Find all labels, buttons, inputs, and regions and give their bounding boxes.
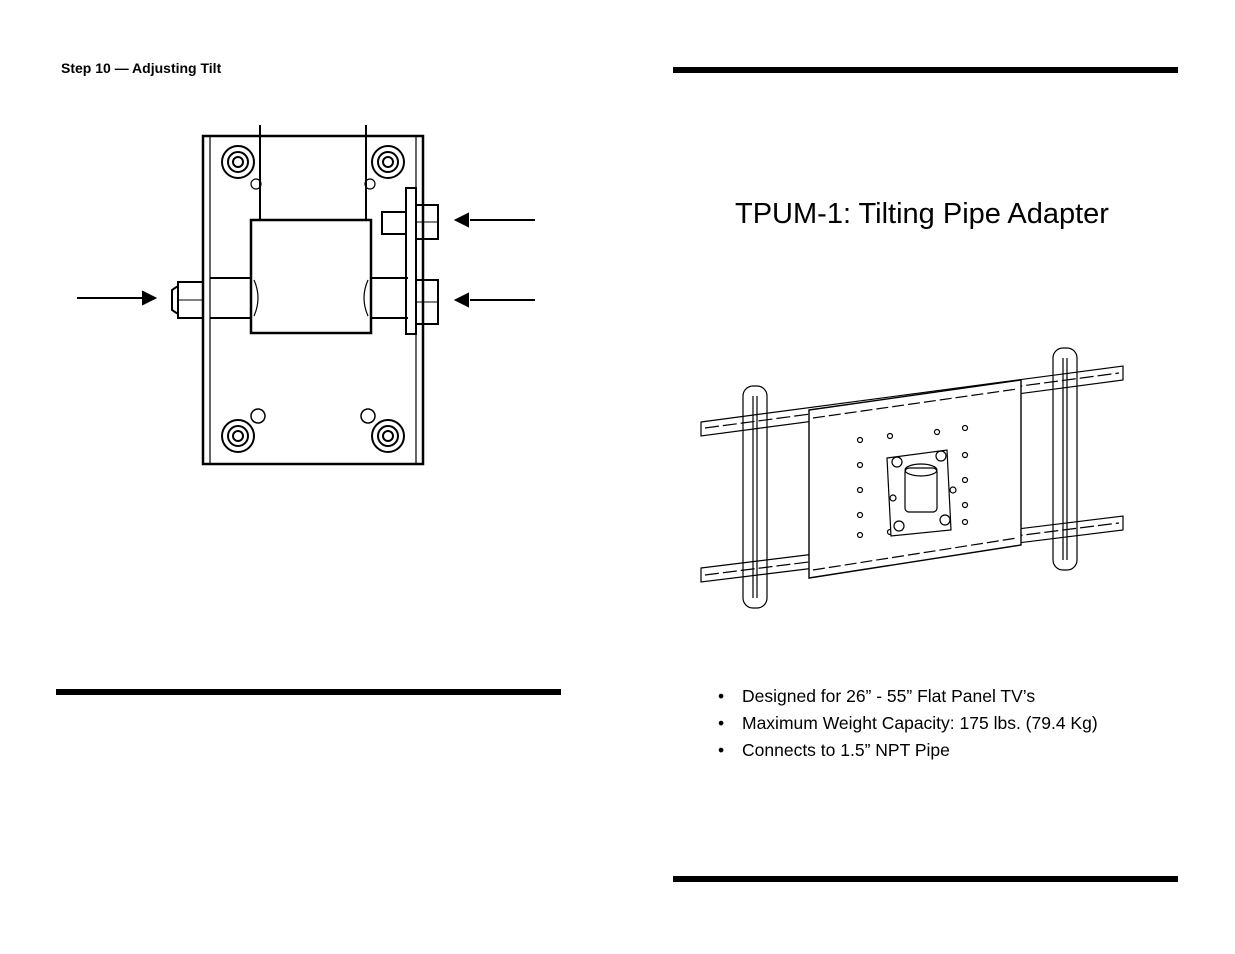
feature-text: Maximum Weight Capacity: 175 lbs. (79.4 … bbox=[742, 713, 1098, 733]
tilt-bracket-diagram-icon bbox=[77, 125, 535, 466]
list-item: • Connects to 1.5” NPT Pipe bbox=[718, 737, 1098, 764]
feature-list: •Designed for 26” - 55” Flat Panel TV’s … bbox=[718, 683, 1098, 764]
list-item: • Designed for 26” - 55” Flat Panel TV’s bbox=[718, 683, 1098, 710]
bullet-icon: • bbox=[718, 686, 725, 706]
feature-text: Designed for 26” - 55” Flat Panel TV’s bbox=[742, 686, 1036, 706]
list-item: • Maximum Weight Capacity: 175 lbs. (79.4… bbox=[718, 710, 1098, 737]
step-title: Step 10 — Adjusting Tilt bbox=[61, 60, 222, 76]
pipe-adapter-mount-icon bbox=[700, 347, 1124, 609]
page-title: TPUM-1: Tilting Pipe Adapter bbox=[735, 198, 1109, 230]
feature-text: Connects to 1.5” NPT Pipe bbox=[742, 740, 950, 760]
top-rule-right bbox=[673, 67, 1178, 73]
bottom-rule-right bbox=[673, 876, 1178, 882]
bullet-icon: • bbox=[718, 740, 725, 760]
bottom-rule-left bbox=[56, 689, 561, 695]
bullet-icon: • bbox=[718, 713, 725, 733]
